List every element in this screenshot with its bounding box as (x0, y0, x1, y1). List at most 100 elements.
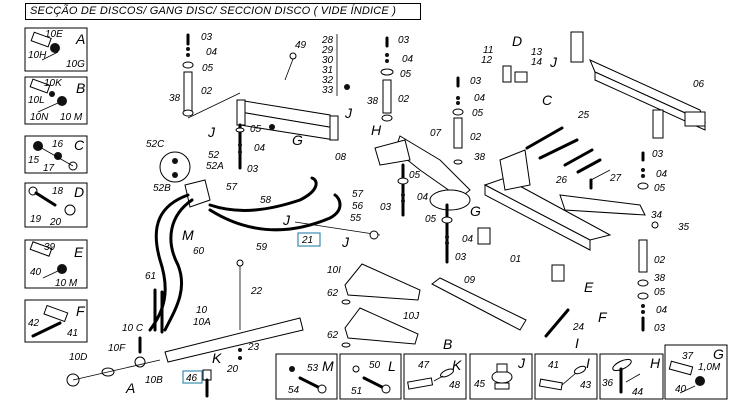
ref-letter: F (598, 309, 608, 325)
part-label: 57 (352, 189, 364, 200)
detail-box-l[interactable]: 50 51 L (339, 353, 402, 400)
detail-box-g[interactable]: 37 1,0M 40 G (664, 344, 728, 400)
part-label: 31 (322, 65, 333, 76)
frame-06: 06 (570, 31, 706, 139)
part-label: 15 (28, 155, 40, 166)
part-label: 51 (351, 386, 362, 397)
part-label: 62 (327, 288, 339, 299)
box-letter: B (76, 80, 85, 96)
ref-letter: H (371, 122, 382, 138)
part-label: 03 (470, 76, 482, 87)
part-label: 05 (400, 69, 412, 80)
shaft-stack-3: 03 04 05 02 38 (452, 76, 486, 165)
box-letter: E (74, 244, 84, 260)
part-label: 57 (226, 182, 238, 193)
arm-08: 05 04 03 08 J G J (187, 92, 353, 175)
part-label: 40 (30, 267, 42, 278)
part-label: 43 (580, 380, 592, 391)
part-21-highlight[interactable]: 21 (297, 232, 321, 247)
part-label: 38 (474, 152, 486, 163)
detail-box-k[interactable]: 47 48 K (403, 353, 467, 400)
part-label: 52 (208, 150, 220, 161)
part-label: 23 (247, 342, 260, 353)
part-label: 38 (367, 96, 379, 107)
box-letter: M (322, 358, 334, 374)
part-label: 1,0M (698, 362, 721, 373)
part-label: 62 (327, 330, 339, 341)
detail-box-d[interactable]: 18 19 20 D (24, 182, 88, 228)
part-label: 05 (472, 108, 484, 119)
part-label: 25 (577, 110, 590, 121)
ref-letter: K (212, 350, 222, 366)
part-label: 04 (462, 234, 474, 245)
ref-letter: B (443, 336, 452, 352)
part-label: 04 (402, 54, 414, 65)
ref-letter: J (282, 212, 291, 228)
part-label: 10E (45, 29, 63, 40)
part-label: 50 (369, 360, 381, 371)
ref-letter: C (542, 92, 553, 108)
ref-letter: G (292, 132, 303, 148)
part-label: 10H (28, 50, 47, 61)
detail-box-c[interactable]: 16 15 17 C (24, 135, 88, 174)
part-label: 10N (30, 112, 49, 123)
ref-letter: E (584, 279, 594, 295)
part-46-highlight[interactable]: 46 (182, 369, 212, 398)
frame-01: 01 (477, 149, 646, 282)
part-label: 38 (169, 93, 181, 104)
part-label: 16 (52, 139, 64, 150)
part-label: 10 M (55, 278, 78, 289)
box-letter: A (75, 31, 85, 47)
detail-box-m[interactable]: 53 54 M (275, 353, 338, 400)
part-label: 27 (609, 173, 622, 184)
leaf-spring: 22 10 10A 23 20 K 10 C 10F 10D 10B A (66, 259, 304, 396)
detail-box-j[interactable]: 45 J (469, 353, 533, 400)
part-label: 55 (350, 213, 362, 224)
part-label: 20 (226, 364, 239, 375)
detail-box-h[interactable]: 36 44 H (599, 353, 664, 400)
part-label: 04 (417, 192, 429, 203)
part-label: 41 (67, 328, 78, 339)
part-label: 39 (44, 242, 56, 253)
part-label: 04 (206, 47, 218, 58)
shaft-stack-2: 03 04 05 38 02 (367, 35, 414, 122)
part-label: 03 (201, 32, 213, 43)
part-label: 09 (464, 275, 476, 286)
detail-box-b[interactable]: 10K 10L 10N 10 M B (24, 76, 88, 125)
ref-letter: J (549, 54, 558, 70)
part-label: 06 (693, 79, 705, 90)
part-label: 10L (28, 95, 45, 106)
detail-box-f[interactable]: 42 41 F (24, 299, 88, 343)
part-label: 10 C (122, 323, 144, 334)
part-label: 38 (654, 273, 666, 284)
ref-letter: A (125, 380, 135, 396)
part-label: 58 (260, 195, 272, 206)
detail-box-e[interactable]: 39 40 10 M E (24, 239, 88, 289)
bolt-icon (30, 31, 60, 61)
part-label: 10 M (60, 112, 83, 123)
ref-letter: J (207, 124, 216, 140)
part-label: 36 (602, 378, 614, 389)
part-label: 05 (425, 214, 437, 225)
part-label: 17 (43, 163, 55, 174)
box-letter: I (586, 355, 590, 371)
part-label: 44 (632, 387, 644, 398)
part-label: 10G (66, 59, 85, 70)
part-label: 32 (322, 75, 334, 86)
part-label: 04 (254, 143, 266, 154)
ref-letter: J (341, 234, 350, 250)
part-label: 19 (30, 214, 42, 225)
part-label: 54 (288, 385, 300, 396)
box-letter: F (76, 303, 86, 319)
ref-letter: G (470, 203, 481, 219)
part-label: 33 (322, 85, 334, 96)
part-label: 02 (470, 132, 482, 143)
box-letter: C (74, 137, 85, 153)
ref-letter: J (344, 105, 353, 121)
part-label: 08 (335, 152, 347, 163)
part-label: 14 (531, 57, 543, 68)
detail-box-i[interactable]: 41 43 I (534, 353, 598, 400)
part-label: 05 (654, 183, 666, 194)
bolt-icon (29, 241, 67, 279)
detail-box-a[interactable]: 10E 10H 10G A (24, 27, 88, 72)
